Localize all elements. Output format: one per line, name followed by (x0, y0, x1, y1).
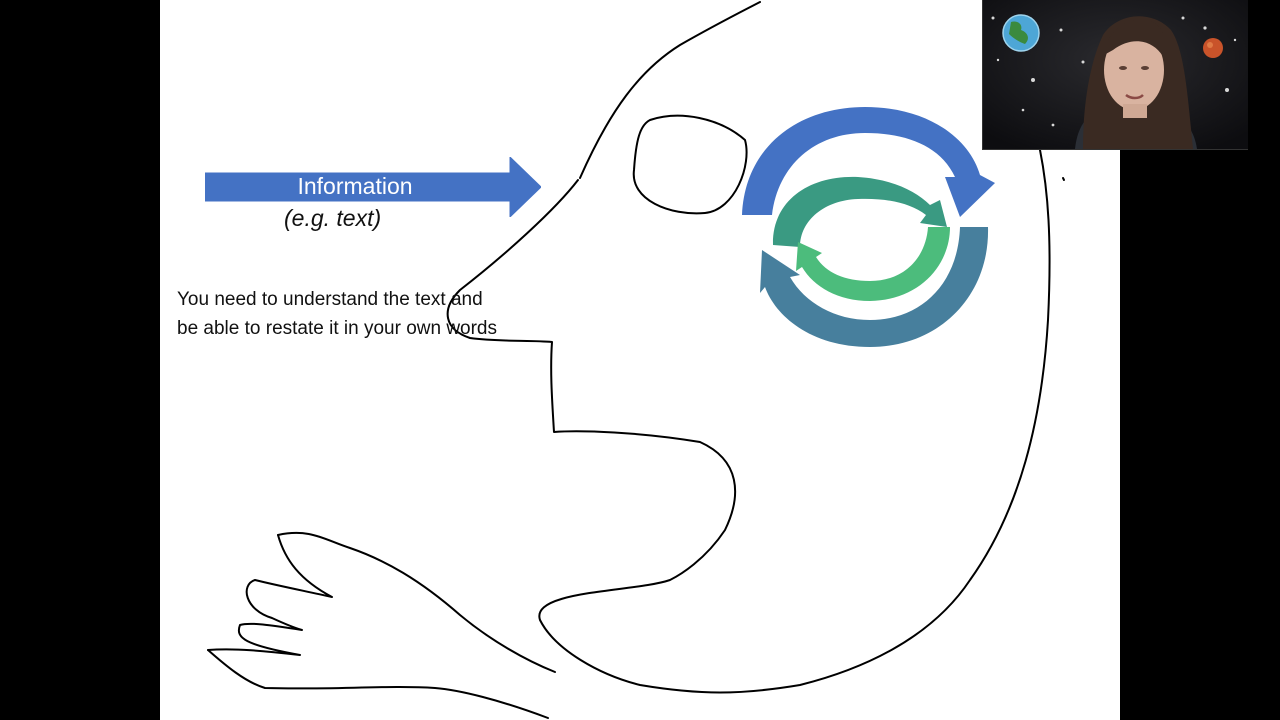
small-dot-mark (1062, 177, 1065, 181)
arm-line-top (277, 531, 556, 673)
example-text-label: (e.g. text) (284, 205, 382, 231)
arm-line-bottom (207, 649, 549, 719)
hand-fingers-line (207, 534, 333, 656)
face-contour-line (446, 149, 1051, 694)
head-outline-drawing (207, 1, 1065, 719)
information-arrow: Information (205, 157, 541, 217)
webcam-overlay (982, 0, 1248, 150)
earth-icon (1002, 14, 1040, 52)
presenter-video (983, 0, 1248, 149)
presenter-figure (1075, 16, 1197, 149)
restate-instruction-text: You need to understand the text and be a… (177, 289, 498, 339)
right-arrow-shape (205, 157, 541, 217)
face-profile-line (579, 1, 761, 179)
presentation-slide: Information (e.g. text) You need to unde… (160, 0, 1120, 720)
cycle-arrows-icon (742, 107, 995, 347)
mars-icon (1203, 38, 1223, 58)
eye-outline (632, 114, 748, 215)
information-label: Information (297, 173, 413, 199)
